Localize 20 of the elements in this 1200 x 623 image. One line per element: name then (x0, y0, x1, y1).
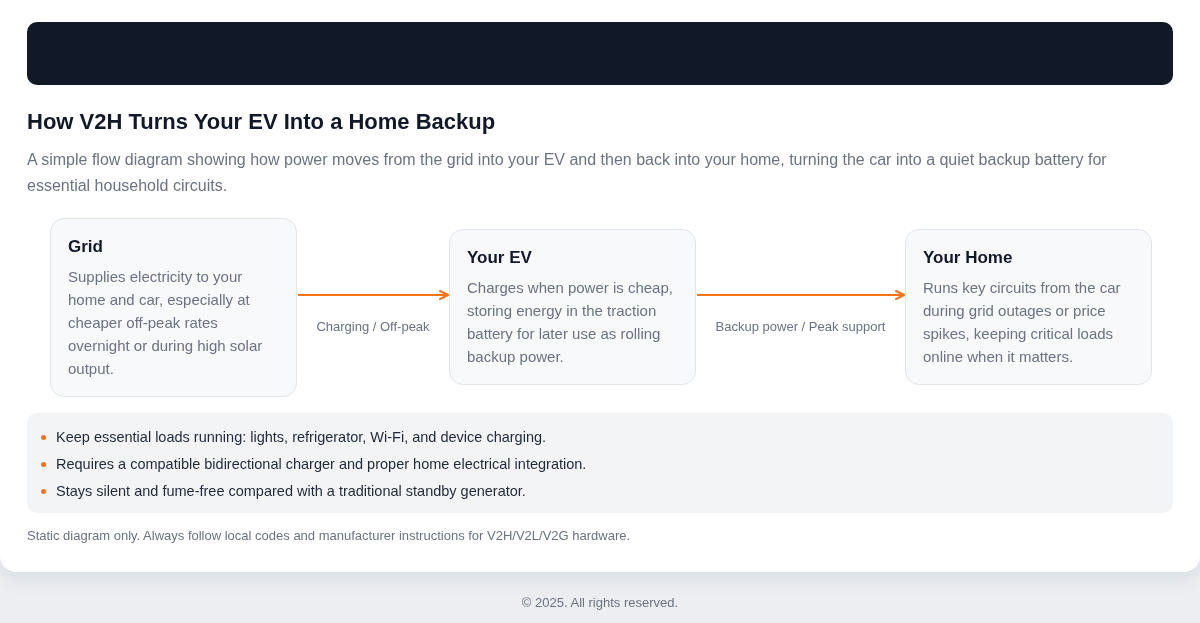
arrow (696, 290, 905, 300)
arrow (297, 290, 449, 300)
bullet-text: Keep essential loads running: lights, refrigerator, Wi-Fi, and device charging. (56, 429, 547, 445)
step-description: Supplies electricity to your home and car, especially at cheaper off-peak rates overnight or during high solar output. (68, 266, 264, 379)
step-description: Runs key circuits from the car during grid outages or price spikes, keeping critical loads online when it matters. (923, 278, 1122, 367)
disclaimer-note: Static diagram only. Always follow local codes and manufacturer instructions for V2H/V2L/V2G hardware. (27, 528, 631, 543)
flow-step-card (50, 217, 297, 397)
bullet-text: Stays silent and fume-free compared with a traditional standby generator. (56, 483, 526, 499)
bullet-text: Requires a compatible bidirectional charger and proper home electrical integration. (56, 456, 587, 472)
step-description: Charges when power is cheap, storing energy in the traction battery for later use as rolling backup power. (467, 278, 674, 367)
step-heading: Your Home (923, 248, 1014, 268)
flow-step-card (905, 229, 1152, 385)
edge-label: Charging / Off-peak (316, 319, 430, 334)
subtitle: A simple flow diagram showing how power moves from the grid into your EV and then back into your home, turning the car into a quiet backup battery for essential household circuits. (27, 150, 1108, 196)
edge-label: Backup power / Peak support (715, 319, 886, 334)
step-heading: Your EV (467, 248, 533, 268)
title: How V2H Turns Your EV Into a Home Backup (27, 109, 496, 135)
flow-step-card (449, 229, 696, 385)
copyright-footer: © 2025. All rights reserved. (521, 595, 679, 610)
step-heading: Grid (68, 236, 104, 257)
